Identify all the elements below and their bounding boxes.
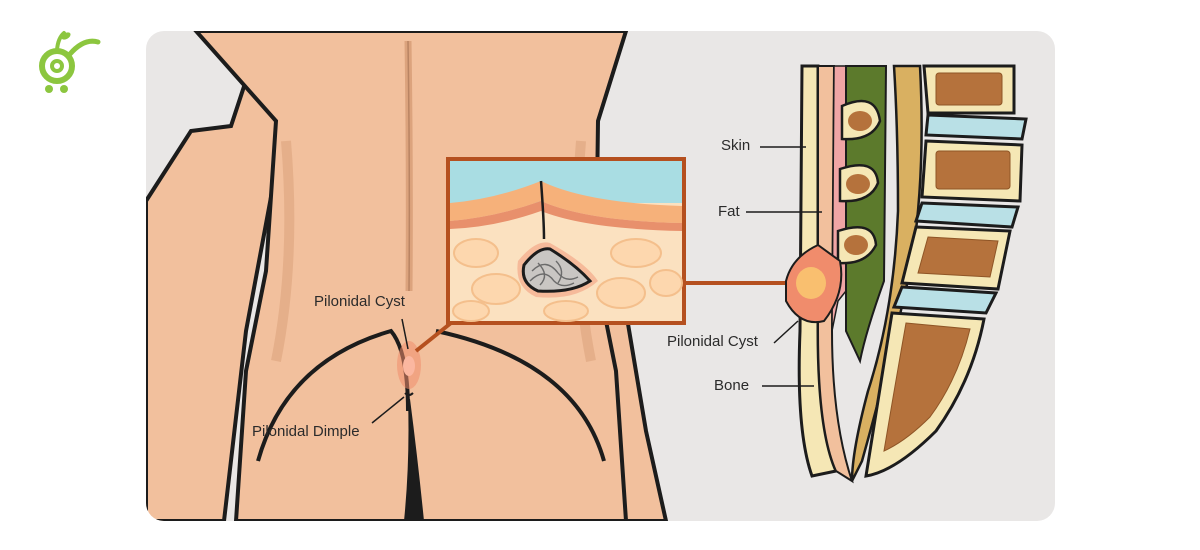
pilonidal-diagram bbox=[146, 31, 1028, 521]
side-view bbox=[785, 64, 1028, 484]
brand-logo-icon bbox=[39, 31, 101, 93]
label-bone: Bone bbox=[714, 377, 750, 394]
zoom-inset bbox=[446, 157, 686, 325]
label-back-cyst: Pilonidal Cyst bbox=[314, 293, 405, 310]
diagram-panel: Pilonidal Cyst Pilonidal Dimple Skin Fat… bbox=[146, 31, 1055, 521]
label-skin: Skin bbox=[721, 137, 751, 154]
label-fat: Fat bbox=[718, 203, 740, 220]
label-side-cyst: Pilonidal Cyst bbox=[667, 333, 758, 350]
label-back-dimple: Pilonidal Dimple bbox=[252, 423, 360, 440]
